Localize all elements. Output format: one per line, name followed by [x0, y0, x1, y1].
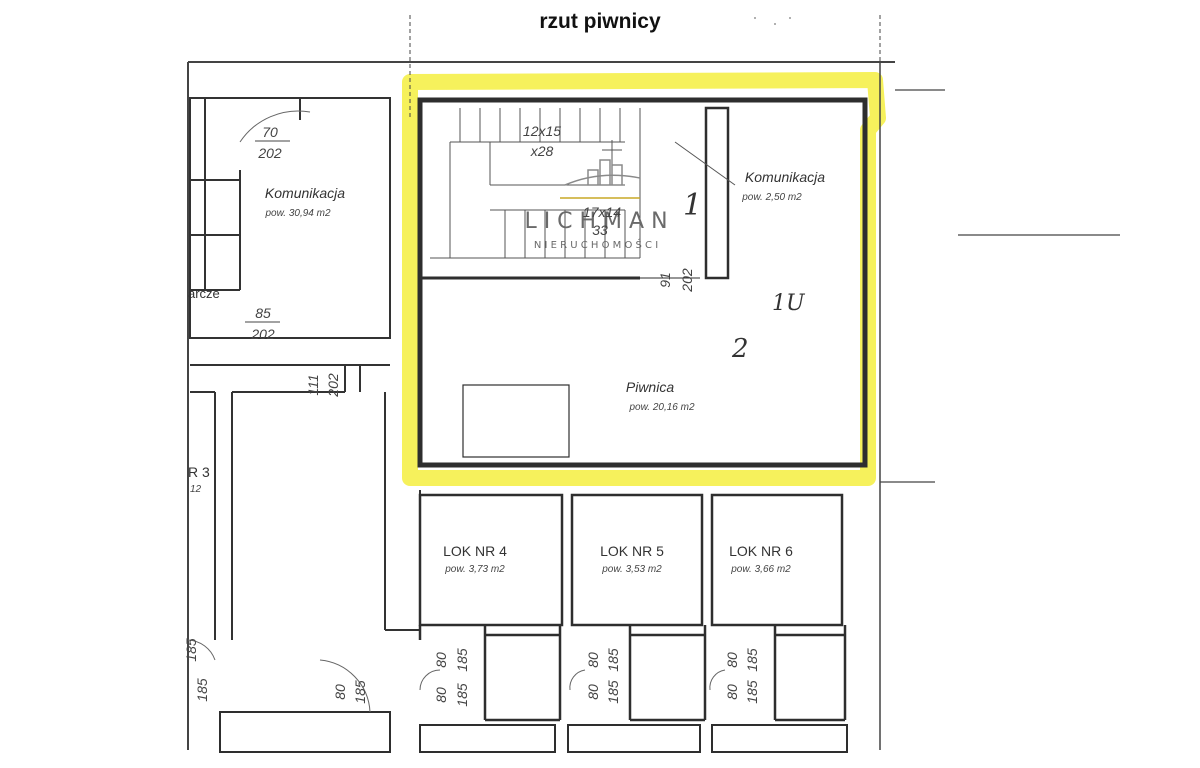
- stairs-dim-1: 12x15: [523, 123, 561, 139]
- room-lok5-area: pow. 3,53 m2: [601, 564, 662, 575]
- room-arcze-partial: arcze: [188, 286, 220, 301]
- stairs: [430, 108, 641, 259]
- leader-line: [674, 141, 736, 186]
- door-dim-185-c: 185: [352, 680, 368, 704]
- door-dim-185-g: 185: [605, 680, 621, 704]
- watermark-logo: [564, 159, 641, 186]
- left-corridor-walls: [190, 365, 421, 640]
- door-dim-185-d: 185: [454, 648, 470, 672]
- door-dim-185-h: 185: [744, 648, 760, 672]
- door-dim-70: 70: [262, 124, 278, 140]
- scan-specks: [754, 17, 791, 25]
- room-lok3-partial-area: 12: [190, 484, 202, 495]
- door-dim-111-height: 202: [325, 373, 341, 398]
- room-komunikacja-left-name: Komunikacja: [265, 185, 345, 201]
- room-lok6-name: LOK NR 6: [729, 543, 793, 559]
- room-lok4-name: LOK NR 4: [443, 543, 507, 559]
- room-komunikacja-small-name: Komunikacja: [745, 169, 825, 185]
- door-dim-91-height: 202: [679, 268, 695, 293]
- door-dim-185-b: 185: [183, 638, 199, 662]
- room-lok6-area: pow. 3,66 m2: [730, 564, 791, 575]
- outer-walls: [187, 15, 1120, 750]
- door-dim-80-b: 80: [433, 652, 449, 668]
- door-dim-185-e: 185: [454, 683, 470, 707]
- page-title: rzut piwnicy: [539, 10, 661, 33]
- door-dim-80-f: 80: [724, 652, 740, 668]
- door-swings: [187, 639, 726, 713]
- room-piwnica-area: pow. 20,16 m2: [628, 402, 694, 413]
- door-dim-80-g: 80: [724, 684, 740, 700]
- room-lok5-name: LOK NR 5: [600, 543, 664, 559]
- stairs-dim-1b: x28: [530, 143, 554, 159]
- bottom-walls: [219, 711, 848, 753]
- door-dim-80-a: 80: [332, 684, 348, 700]
- door-dim-185-i: 185: [744, 680, 760, 704]
- stairs-dim-2b: 33: [592, 222, 608, 238]
- door-dim-185-a: 185: [194, 678, 210, 702]
- watermark-brand: L I C H M A N: [524, 209, 667, 234]
- handwritten-number-2: 2: [731, 334, 749, 364]
- basement-walls: [417, 97, 868, 468]
- left-upper-walls: [189, 97, 391, 366]
- door-dim-80-e: 80: [585, 684, 601, 700]
- door-dim-185-f: 185: [605, 648, 621, 672]
- room-komunikacja-left-area: pow. 30,94 m2: [264, 208, 330, 219]
- door-dim-80-d: 80: [585, 652, 601, 668]
- handwritten-tag: 1U: [772, 291, 806, 316]
- locker-walls: [418, 493, 847, 722]
- room-lok4-area: pow. 3,73 m2: [444, 564, 505, 575]
- door-labels-lower: 185 185 80 185 80 185 80 185 80 185 80 1…: [183, 638, 760, 707]
- room-piwnica-name: Piwnica: [626, 379, 674, 395]
- door-dim-80-c: 80: [433, 687, 449, 703]
- stairs-dim-2: 17x14: [583, 204, 621, 220]
- room-lok3-partial-name: R 3: [188, 464, 210, 480]
- handwritten-number-1: 1: [683, 188, 702, 223]
- watermark-sub: N I E R U C H O M O Ś C I: [534, 238, 658, 251]
- door-dim-70-height: 202: [257, 145, 282, 161]
- door-dim-85: 85: [255, 305, 271, 321]
- highlight-outline: [402, 72, 886, 486]
- room-komunikacja-small-area: pow. 2,50 m2: [741, 192, 802, 203]
- door-swing: [239, 110, 311, 143]
- door-dim-111: 111: [305, 374, 321, 395]
- door-dim-85-height: 202: [250, 326, 275, 342]
- door-dim-91: 91: [657, 272, 673, 288]
